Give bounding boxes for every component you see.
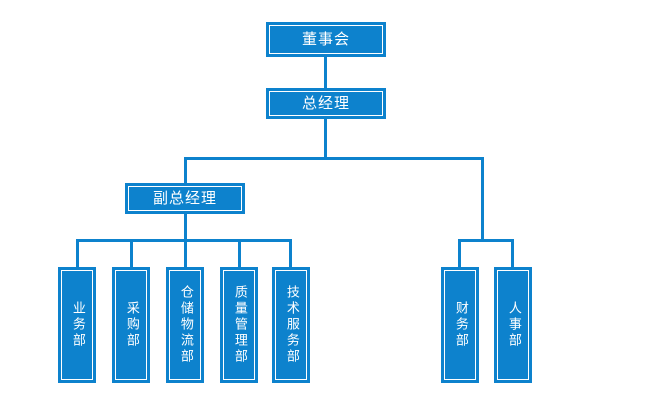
node-general-manager[interactable]: 总经理 [266, 88, 386, 119]
node-warehouse-logistics-department-label: 仓储物流部 [169, 270, 201, 380]
node-technical-service-department-label: 技术服务部 [275, 270, 307, 380]
connector-bus-to-right-branch [481, 157, 484, 241]
node-purchasing-department-label: 采购部 [115, 270, 147, 380]
node-technical-service-department[interactable]: 技术服务部 [272, 267, 310, 383]
connector-board-to-general-manager [324, 57, 327, 88]
node-quality-management-department-label: 质量管理部 [223, 270, 255, 380]
connector-drop-quality-management [238, 239, 241, 268]
connector-general-manager-stem [324, 118, 327, 160]
connector-drop-finance [458, 239, 461, 268]
connector-drop-purchasing [130, 239, 133, 268]
node-board-of-directors-label: 董事会 [269, 25, 383, 54]
node-warehouse-logistics-department[interactable]: 仓储物流部 [166, 267, 204, 383]
node-quality-management-department[interactable]: 质量管理部 [220, 267, 258, 383]
connector-bus-to-deputy [184, 157, 187, 183]
node-human-resources-department-label: 人事部 [497, 270, 529, 380]
node-human-resources-department[interactable]: 人事部 [494, 267, 532, 383]
node-board-of-directors[interactable]: 董事会 [266, 22, 386, 57]
node-finance-department[interactable]: 财务部 [441, 267, 479, 383]
connector-drop-business [76, 239, 79, 268]
node-purchasing-department[interactable]: 采购部 [112, 267, 150, 383]
connector-main-bus [184, 157, 484, 160]
node-general-manager-label: 总经理 [269, 91, 383, 116]
connector-right-department-bus [458, 239, 514, 242]
node-deputy-general-manager[interactable]: 副总经理 [125, 183, 245, 214]
connector-deputy-stem [184, 213, 187, 241]
node-business-department[interactable]: 业务部 [58, 267, 96, 383]
node-business-department-label: 业务部 [61, 270, 93, 380]
connector-drop-human-resources [511, 239, 514, 268]
connector-drop-technical-service [289, 239, 292, 268]
node-deputy-general-manager-label: 副总经理 [128, 186, 242, 211]
connector-drop-warehouse-logistics [184, 239, 187, 268]
node-finance-department-label: 财务部 [444, 270, 476, 380]
